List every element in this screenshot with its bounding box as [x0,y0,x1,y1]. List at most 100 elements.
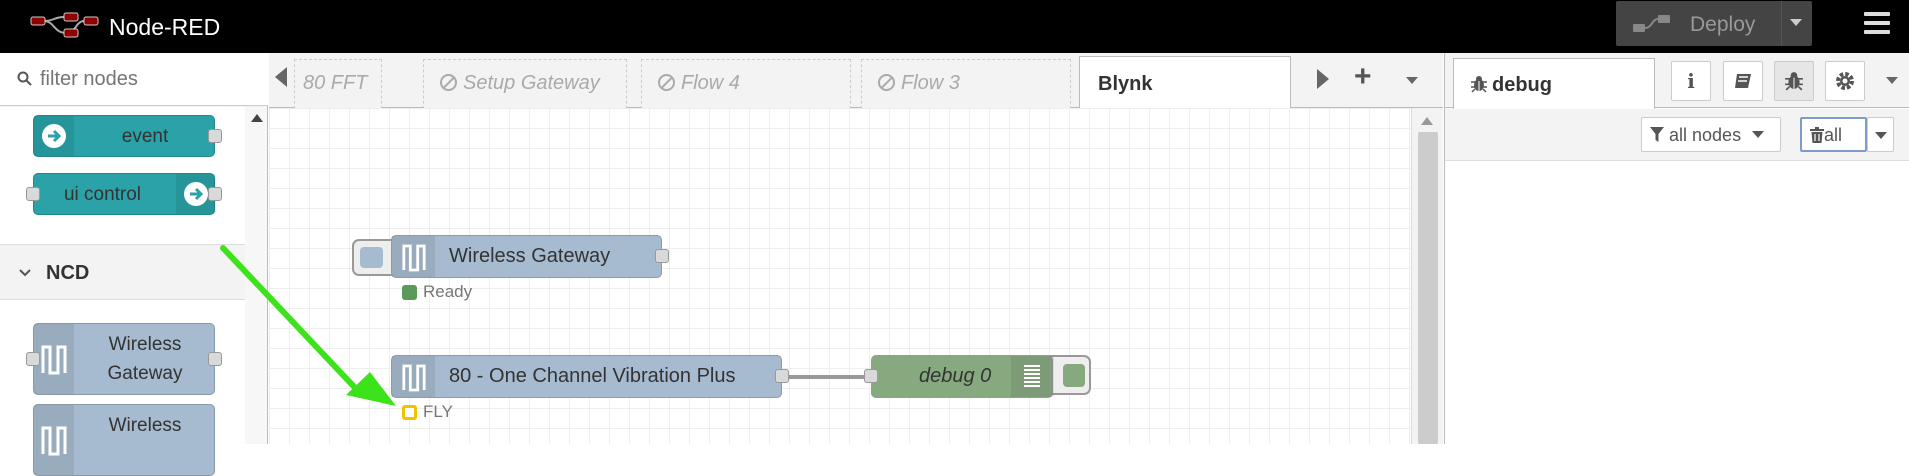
palette-node-label-line1: Wireless [108,334,182,355]
node-palette: event ui control NCD [0,53,268,476]
sidebar-tab-label: debug [1492,74,1552,96]
flow-node-debug[interactable]: debug 0 [864,355,1054,398]
sidebar-info-button[interactable]: i [1671,61,1711,101]
sidebar-tab-debug[interactable]: debug [1453,58,1655,109]
chevron-down-icon [1875,132,1887,139]
flow-node-label: debug 0 [919,365,992,387]
tab-80-fft[interactable]: 80 FFT [294,59,382,109]
search-icon [17,71,32,86]
deploy-label: Deploy [1690,13,1756,36]
category-label: NCD [46,262,90,284]
input-port[interactable] [864,369,878,383]
flow-canvas[interactable]: Wireless Gateway Ready 80 - One Channel … [269,108,1411,444]
palette-node-label: Wireless Gateway [74,324,216,394]
flow-node-vibration-sensor[interactable]: 80 - One Channel Vibration Plus [391,355,789,398]
tab-setup-gateway[interactable]: Setup Gateway [423,59,627,109]
debug-message-list [1445,162,1909,444]
node-icon-box [34,116,74,156]
sidebar-help-button[interactable] [1723,61,1763,101]
header-bar: Node-RED Deploy [0,0,1909,53]
flow-node-wireless-gateway[interactable]: Wireless Gateway [391,235,669,278]
filter-icon [1650,127,1664,142]
tab-flow-3[interactable]: Flow 3 [861,59,1071,109]
tab-scroll-left-icon[interactable] [275,67,287,87]
input-port [26,352,40,366]
palette-node-ui-control[interactable]: ui control [26,173,222,215]
bug-icon [1785,72,1803,91]
sidebar-config-button[interactable] [1825,61,1865,101]
chevron-down-icon [1752,131,1765,138]
book-icon [1735,74,1751,88]
sidebar-debug-button[interactable] [1774,61,1814,101]
debug-toggle-face [1063,364,1085,387]
palette-node-wireless-gateway[interactable]: Wireless Gateway [26,323,222,395]
canvas-scrollbar[interactable] [1411,108,1443,444]
pulse-wave-icon [41,426,67,456]
gear-icon [1836,72,1854,90]
palette-scrollbar[interactable] [245,107,267,444]
scroll-up-icon[interactable] [1421,117,1433,125]
input-port [26,187,40,201]
node-icon-box [34,405,74,475]
annotation-arrow-icon [220,245,396,406]
disabled-icon [878,74,895,91]
palette-node-label: ui control [63,183,142,205]
flow-node-label: 80 - One Channel Vibration Plus [449,365,736,387]
disabled-icon [658,74,675,91]
palette-search-input[interactable] [38,64,258,94]
scrollbar-thumb[interactable] [1418,132,1438,444]
status-dot [402,404,417,420]
tab-flow-4[interactable]: Flow 4 [641,59,851,109]
sidebar-tab-bar: debug i [1445,53,1909,109]
pulse-wave-icon [402,364,426,392]
menu-bar-icon [1864,12,1890,16]
flow-wire [779,375,869,379]
deploy-menu-caret-icon[interactable] [1790,19,1802,26]
deploy-divider [1781,1,1782,46]
palette-node-event[interactable]: event [33,115,222,157]
clear-messages-button[interactable]: all [1800,117,1867,152]
pulse-wave-icon [41,345,67,375]
tab-blynk[interactable]: Blynk [1079,56,1291,109]
filter-nodes-button[interactable]: all nodes [1641,117,1781,152]
list-lines-icon [1024,365,1040,387]
clear-options-button[interactable] [1867,117,1894,152]
palette-node-label-line2: Gateway [107,363,183,384]
tab-label: 80 FFT [303,72,368,94]
arrow-right-circle-icon [184,182,208,206]
deploy-button[interactable]: Deploy [1616,1,1812,46]
bug-icon [1471,76,1487,93]
status-dot [402,284,417,300]
node-icon-box [392,236,435,277]
trash-icon [1810,127,1824,143]
node-icon-box [1011,356,1054,397]
output-port[interactable] [655,249,669,263]
scroll-up-icon[interactable] [251,114,263,122]
info-icon: i [1687,69,1695,93]
node-icon-box [392,356,435,397]
palette-category-ncd[interactable]: NCD [0,244,245,300]
menu-bar-icon [1864,21,1890,25]
palette-node-label: event [121,125,169,147]
palette-node-wireless[interactable]: Wireless [33,404,215,476]
menu-bar-icon [1864,30,1890,34]
tab-label: Flow 4 [681,72,740,94]
disabled-icon [440,74,457,91]
palette-node-label: Wireless [108,414,182,436]
tab-list-menu-icon[interactable] [1406,77,1418,84]
add-tab-button[interactable]: + [1354,60,1372,93]
palette-search-bar [0,53,268,106]
arrow-right-circle-icon [42,124,66,148]
flow-node-label: Wireless Gateway [449,245,611,267]
inject-button-face [360,247,383,268]
sidebar-menu-caret-icon[interactable] [1886,77,1898,84]
status-text: Ready [423,282,473,301]
palette-node-list: event ui control NCD [0,107,245,476]
node-red-logo-icon [30,12,99,38]
filter-label: all nodes [1669,125,1742,145]
main-menu-button[interactable] [1864,12,1890,36]
output-port[interactable] [775,369,789,383]
tab-label: Blynk [1098,73,1153,95]
tab-label: Setup Gateway [463,72,600,94]
tab-scroll-right-icon[interactable] [1317,69,1329,89]
